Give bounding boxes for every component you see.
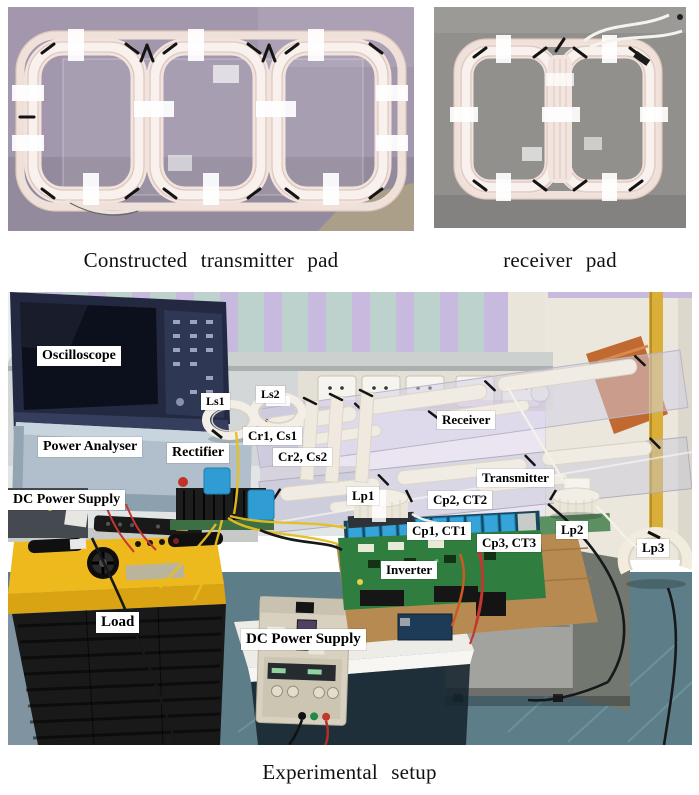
label-cr2-cs2: Cr2, Cs2 — [273, 448, 333, 467]
caption-receiver-pad: receiver pad — [503, 248, 617, 272]
experimental-setup-photo: Oscilloscope Power Analyser DC Power Sup… — [8, 292, 692, 745]
pad-end-windings — [299, 388, 375, 483]
label-oscilloscope: Oscilloscope — [37, 346, 121, 366]
tx-cable-ties — [18, 42, 384, 200]
lp2-coil — [548, 477, 602, 520]
label-lp3: Lp3 — [637, 539, 670, 558]
label-dc-power-supply-bottom: DC Power Supply — [241, 629, 366, 650]
transmitter-pad-art — [8, 7, 414, 231]
label-lp1: Lp1 — [347, 487, 380, 506]
label-load: Load — [96, 612, 140, 633]
rx-tapes — [450, 35, 668, 201]
label-cp2-ct2: Cp2, CT2 — [428, 491, 493, 510]
receiver-pad-art — [434, 7, 686, 228]
label-cp1-ct1: Cp1, CT1 — [407, 522, 472, 541]
label-receiver: Receiver — [437, 411, 496, 430]
rx-cable-ties — [472, 37, 644, 192]
receiver-pad-photo — [434, 7, 686, 228]
caption-experimental-setup: Experimental setup — [262, 760, 437, 784]
caption-transmitter-pad: Constructed transmitter pad — [83, 248, 339, 272]
experimental-setup-art — [8, 292, 692, 745]
label-dc-power-supply-left: DC Power Supply — [8, 490, 126, 510]
red-wires — [105, 503, 484, 645]
label-power-analyser: Power Analyser — [38, 437, 143, 457]
oscilloscope-device — [10, 292, 230, 444]
label-lp2: Lp2 — [556, 521, 589, 540]
label-cr1-cs1: Cr1, Cs1 — [243, 427, 303, 446]
transmitter-pad-photo — [8, 7, 414, 231]
label-ls1: Ls1 — [201, 393, 230, 410]
load-device — [8, 531, 226, 745]
label-ls2: Ls2 — [256, 386, 285, 403]
label-rectifier: Rectifier — [167, 443, 230, 463]
label-transmitter: Transmitter — [477, 469, 554, 488]
lp3-coil — [617, 527, 692, 589]
yellow-wires — [159, 431, 347, 601]
label-cp3-ct3: Cp3, CT3 — [477, 534, 542, 553]
tx-tapes — [12, 29, 408, 205]
label-inverter: Inverter — [381, 561, 438, 580]
dc-supply-bottom-device — [255, 596, 351, 745]
